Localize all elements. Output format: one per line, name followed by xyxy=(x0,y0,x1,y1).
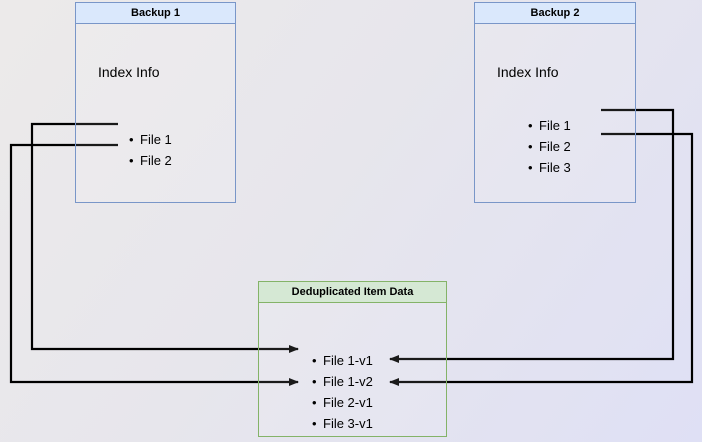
backup2-header: Backup 2 xyxy=(475,3,635,24)
dedup-file-item: File 1-v2 xyxy=(312,371,373,392)
backup2-file-item: File 3 xyxy=(528,157,571,178)
backup1-file-item: File 2 xyxy=(129,150,172,171)
dedup-file-item: File 1-v1 xyxy=(312,350,373,371)
dedup-header: Deduplicated Item Data xyxy=(259,282,446,303)
backup1-file-item: File 1 xyxy=(129,129,172,150)
backup2-index-label: Index Info xyxy=(497,64,559,80)
backup2-body: Index Info File 1 File 2 File 3 xyxy=(475,24,635,202)
backup2-file-item: File 2 xyxy=(528,136,571,157)
backup2-file-item: File 1 xyxy=(528,115,571,136)
backup1-index-label: Index Info xyxy=(98,64,160,80)
dedup-file-item: File 3-v1 xyxy=(312,413,373,434)
backup2-file-list: File 1 File 2 File 3 xyxy=(525,115,571,178)
backup1-box: Backup 1 Index Info File 1 File 2 xyxy=(75,2,236,203)
dedup-box: Deduplicated Item Data File 1-v1 File 1-… xyxy=(258,281,447,437)
dedup-file-list: File 1-v1 File 1-v2 File 2-v1 File 3-v1 xyxy=(309,350,373,434)
backup1-body: Index Info File 1 File 2 xyxy=(76,24,235,202)
dedup-body: File 1-v1 File 1-v2 File 2-v1 File 3-v1 xyxy=(259,303,446,436)
dedup-file-item: File 2-v1 xyxy=(312,392,373,413)
backup1-header: Backup 1 xyxy=(76,3,235,24)
backup1-file-list: File 1 File 2 xyxy=(126,129,172,171)
backup2-box: Backup 2 Index Info File 1 File 2 File 3 xyxy=(474,2,636,203)
